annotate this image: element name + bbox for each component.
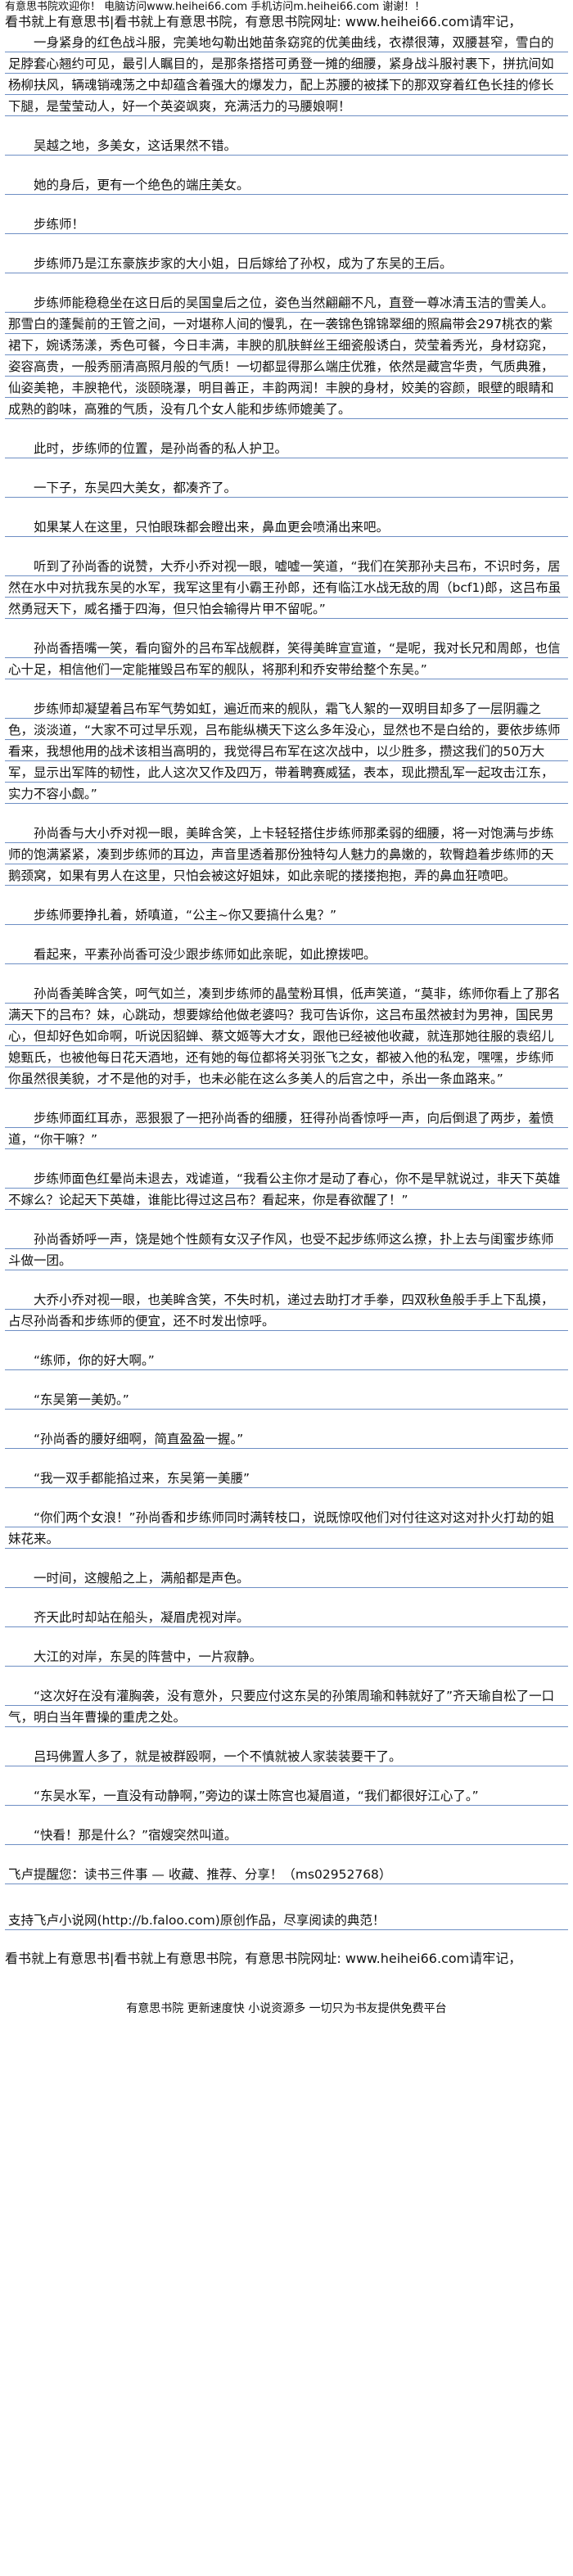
paragraph: 一身紧身的红色战斗服，完美地勾勒出她苗条窈窕的优美曲线，衣襟很薄，双腰甚窄，雪白… — [5, 32, 568, 117]
paragraph: 一时间，这艘船之上，满船都是声色。 — [5, 1568, 568, 1589]
paragraph: “我一双手都能掐过来，东吴第一美腰” — [5, 1468, 568, 1489]
paragraph: 大江的对岸，东吴的阵营中，一片寂静。 — [5, 1646, 568, 1667]
paragraph: 孙尚香娇呼一声，饶是她个性颇有女汉子作风，也受不起步练师这么撩，扑上去与闺蜜步练… — [5, 1229, 568, 1271]
paragraph: 步练师！ — [5, 214, 568, 235]
paragraph: 吕玛佛置人多了，就是被群殴啊，一个不慎就被人家装装要干了。 — [5, 1746, 568, 1767]
support-line: 支持飞卢小说网(http://b.faloo.com)原创作品，尽享阅读的典范！ — [5, 1910, 568, 1931]
paragraph: “练师，你的好大啊。” — [5, 1350, 568, 1371]
support-line-text: 支持飞卢小说网(http://b.faloo.com)原创作品，尽享阅读的典范！ — [8, 1913, 386, 1928]
paragraph: “这次好在没有灌胸袭，没有意外，只要应付这东吴的孙策周瑜和韩就好了”齐天瑜自松了… — [5, 1685, 568, 1728]
bookmark-reminder-text: 飞卢提醒您：读书三件事 — 收藏、推荐、分享！（ms02952768） — [8, 1867, 392, 1882]
paragraph: “快看！那是什么？”宿嫂突然叫道。 — [5, 1825, 568, 1846]
site-banner-bottom-text: 看书就上有意思书|看书就上有意思书院，有意思书院网址: www.heihei66… — [5, 1951, 522, 1966]
paragraph: 步练师乃是江东豪族步家的大小姐，日后嫁给了孙权，成为了东吴的王后。 — [5, 253, 568, 274]
top-welcome-text: 有意思书院欢迎你！ 电脑访问www.heihei66.com 手机访问m.hei… — [5, 1, 426, 13]
paragraph: 孙尚香美眸含笑，呵气如兰，凑到步练师的晶莹粉耳惧，低声笑道，“莫非，练师你看上了… — [5, 983, 568, 1089]
chapter-content: 一身紧身的红色战斗服，完美地勾勒出她苗条窈窕的优美曲线，衣襟很薄，双腰甚窄，雪白… — [5, 32, 568, 1846]
paragraph: “东吴第一美奶。” — [5, 1389, 568, 1410]
paragraph: 步练师却凝望着吕布军气势如虹，遍近而来的舰队，霜飞人絮的一双明目却多了一层阴霾之… — [5, 698, 568, 805]
top-welcome-bar: 有意思书院欢迎你！ 电脑访问www.heihei66.com 手机访问m.hei… — [5, 0, 568, 14]
paragraph: 步练师面红耳赤，恶狠狠了一把孙尚香的细腰，狂得孙尚香惊呼一声，向后倒退了两步，羞… — [5, 1108, 568, 1150]
paragraph: 步练师面色红晕尚未退去，戏谑道，“我看公主你才是动了春心，你不是早就说过，非天下… — [5, 1168, 568, 1211]
site-footer-note: 有意思书院 更新速度快 小说资源多 一切只为书友提供免费平台 — [5, 2001, 568, 2016]
paragraph: 看起来，平素孙尚香可没少跟步练师如此亲昵，如此撩拨吧。 — [5, 944, 568, 965]
paragraph: “孙尚香的腰好细啊，简直盈盈一握。” — [5, 1428, 568, 1450]
site-banner: 看书就上有意思书|看书就上有意思书院，有意思书院网址: www.heihei66… — [5, 14, 568, 30]
paragraph: 此时，步练师的位置，是孙尚香的私人护卫。 — [5, 438, 568, 459]
paragraph: 如果某人在这里，只怕眼珠都会瞪出来，鼻血更会喷涌出来吧。 — [5, 517, 568, 538]
site-footer-note-text: 有意思书院 更新速度快 小说资源多 一切只为书友提供免费平台 — [126, 2002, 447, 2015]
paragraph: 一下子，东吴四大美女，都凑齐了。 — [5, 477, 568, 499]
site-banner-bottom: 看书就上有意思书|看书就上有意思书院，有意思书院网址: www.heihei66… — [5, 1951, 568, 1967]
bookmark-reminder: 飞卢提醒您：读书三件事 — 收藏、推荐、分享！（ms02952768） — [5, 1864, 568, 1885]
paragraph: 步练师能稳稳坐在这日后的吴国皇后之位，姿色当然翩翩不凡，直登一尊冰清玉洁的雪美人… — [5, 292, 568, 420]
paragraph: 步练师要挣扎着，娇嗔道，“公主~你又要搞什么鬼？” — [5, 905, 568, 926]
paragraph: “你们两个女浪！”孙尚香和步练师同时满转枝口，说既惊叹他们对付往这对这对扑火打劫… — [5, 1507, 568, 1550]
paragraph: 吴越之地，多美女，这话果然不错。 — [5, 135, 568, 156]
paragraph: 她的身后，更有一个绝色的端庄美女。 — [5, 174, 568, 196]
paragraph: 孙尚香捂嘴一笑，看向窗外的吕布军战舰群，笑得美眸宣宣道，“是呢，我对长兄和周郎，… — [5, 638, 568, 680]
paragraph: 孙尚香与大小乔对视一眼，美眸含笑，上卡轻轻搭住步练师那柔弱的细腰，将一对饱满与步… — [5, 823, 568, 886]
paragraph: 齐天此时却站在船头，凝眉虎视对岸。 — [5, 1607, 568, 1628]
paragraph: 大乔小乔对视一眼，也美眸含笑，不失时机，递过去助打才手拳，四双秋鱼般手手上下乱摸… — [5, 1289, 568, 1332]
site-banner-text: 看书就上有意思书|看书就上有意思书院，有意思书院网址: www.heihei66… — [5, 14, 522, 29]
paragraph: 听到了孙尚香的说赞，大乔小乔对视一眼，嘘嘘一笑道，“我们在笑那孙夫吕布，不识时务… — [5, 556, 568, 620]
paragraph: “东吴水军，一直没有动静啊，”旁边的谋士陈宫也凝眉道，“我们都很好江心了。” — [5, 1785, 568, 1807]
